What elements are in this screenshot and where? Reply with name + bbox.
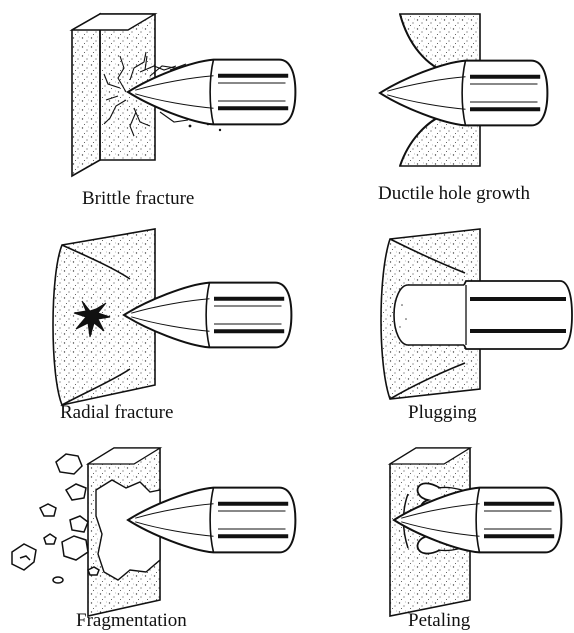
fragmentation-panel: Fragmentation xyxy=(0,430,290,633)
plugging-panel: Plugging xyxy=(290,215,574,425)
brittle-fracture-drawing xyxy=(0,0,290,210)
fragmentation-drawing xyxy=(0,430,290,633)
brittle-fracture-panel: Brittle fracture xyxy=(0,0,290,210)
caption-ductile-hole-growth: Ductile hole growth xyxy=(378,183,530,205)
radial-fracture-drawing xyxy=(0,215,290,425)
caption-radial-fracture: Radial fracture xyxy=(60,402,173,424)
caption-fragmentation: Fragmentation xyxy=(76,610,187,632)
ductile-hole-growth-panel: Ductile hole growth xyxy=(290,0,574,210)
caption-brittle-fracture: Brittle fracture xyxy=(82,188,194,210)
petaling-drawing xyxy=(290,430,574,633)
ductile-hole-growth-drawing xyxy=(290,0,574,210)
caption-petaling: Petaling xyxy=(408,610,470,632)
plugging-drawing xyxy=(290,215,574,425)
caption-plugging: Plugging xyxy=(408,402,477,424)
radial-fracture-panel: Radial fracture xyxy=(0,215,290,425)
petaling-panel: Petaling xyxy=(290,430,574,633)
